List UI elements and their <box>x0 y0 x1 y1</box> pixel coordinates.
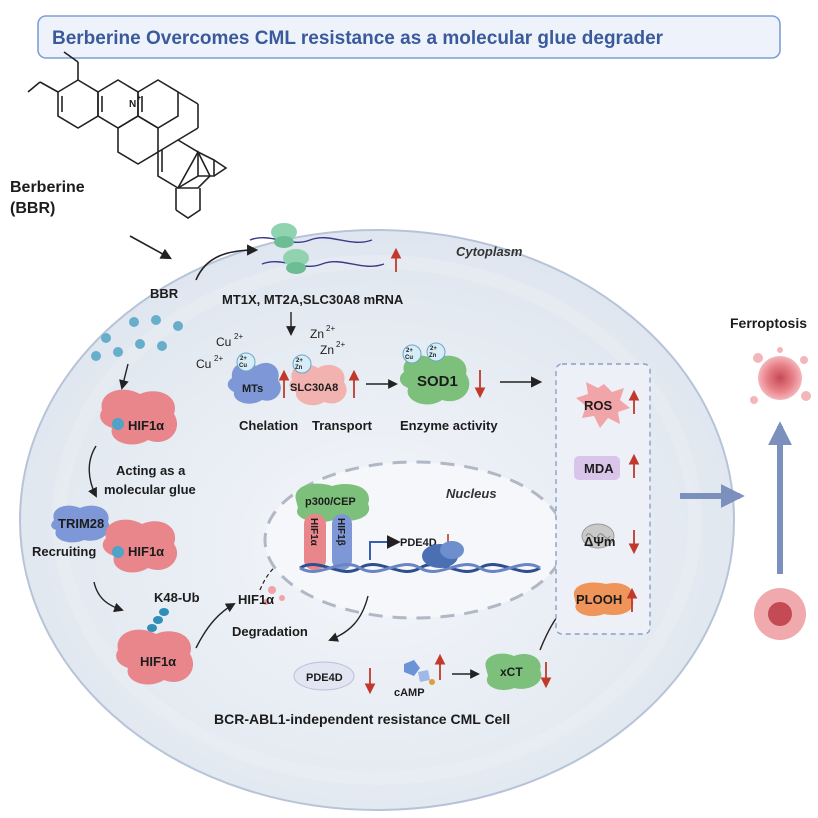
camp-molecule-icon <box>404 660 435 685</box>
sod1-label: SOD1 <box>417 373 458 390</box>
degradation-label: Degradation <box>232 624 308 639</box>
hif1a-nuclear-icon <box>304 514 326 570</box>
mda-label: MDA <box>584 461 614 476</box>
berberine-abbr: (BBR) <box>10 200 55 217</box>
ros-label: ROS <box>584 398 613 413</box>
cu-ion-charge-2: 2+ <box>214 354 223 363</box>
hif1b-nuclear-label: HIF1β <box>335 518 346 546</box>
camp-label: cAMP <box>394 687 425 699</box>
cytoplasm-label: Cytoplasm <box>456 244 523 259</box>
ros-icon <box>576 382 630 428</box>
svg-text:2+: 2+ <box>406 348 413 354</box>
mitochondria-icon <box>581 523 615 549</box>
diagram-title: Berberine Overcomes CML resistance as a … <box>52 28 664 49</box>
zn-ion-label-2: Zn <box>320 343 334 357</box>
sod1-protein-icon: 2+ Cu 2+ Zn <box>399 342 470 405</box>
pde4d-label: PDE4D <box>306 672 343 684</box>
ferroptotic-cell-icon <box>750 347 811 404</box>
berberine-nitrogen-atom: N <box>129 99 136 110</box>
svg-text:Cu: Cu <box>405 355 413 361</box>
plooh-label: PLOOH <box>576 592 622 607</box>
hif1a-nuclear-label: HIF1α <box>308 518 319 547</box>
mts-protein-icon: 2+ Cu <box>227 352 281 404</box>
svg-text:Zn: Zn <box>295 365 303 371</box>
recruiting-label: Recruiting <box>32 544 96 559</box>
p300-cep-label: p300/CEP <box>305 496 356 508</box>
glue-label-line2: molecular glue <box>104 482 196 497</box>
ferroptosis-label: Ferroptosis <box>730 315 807 331</box>
hif1a-label-2: HIF1α <box>128 544 164 559</box>
bbr-entry-arrow <box>129 235 172 260</box>
glue-arrow <box>88 445 97 498</box>
transport-label: Transport <box>312 418 373 433</box>
mrna-ribosome-icon <box>249 223 385 274</box>
pde4d-nuclear-label: PDE4D <box>400 537 437 549</box>
plooh-icon <box>573 582 634 617</box>
cell-label: BCR-ABL1-independent resistance CML Cell <box>214 711 510 727</box>
p300-cep-protein-icon <box>295 483 370 523</box>
title-banner: Berberine Overcomes CML resistance as a … <box>37 15 781 59</box>
hif1a-protein-icon-3 <box>116 629 194 685</box>
trim28-protein-icon <box>51 505 110 543</box>
zn-ion-label-1: Zn <box>310 327 324 341</box>
hif1a-label-1: HIF1α <box>128 418 164 433</box>
polymerase-icon <box>422 541 464 568</box>
promoter-arrow-icon <box>369 535 401 560</box>
recruit-to-ub-arrow <box>93 581 124 613</box>
hif1a-label-3: HIF1α <box>140 654 176 669</box>
cu-ion-label-1: Cu <box>216 335 231 349</box>
hif1a-protein-icon-2 <box>102 519 178 573</box>
ferroptosis-markers-box <box>555 363 651 635</box>
mda-badge <box>574 456 620 480</box>
hif1a-protein-icon-1 <box>100 389 178 445</box>
ub-to-degradation-arrow <box>195 603 236 649</box>
hif1a-degraded-label: HIF1α <box>238 592 274 607</box>
hif1b-nuclear-icon <box>332 514 352 570</box>
glue-label-line1: Acting as a <box>116 463 186 478</box>
nucleus-to-pde4d-arrow <box>328 595 369 642</box>
mts-label: MTs <box>242 383 263 395</box>
zn-ion-charge-1: 2+ <box>326 324 335 333</box>
berberine-name: Berberine <box>10 179 85 196</box>
berberine-nitrogen-charge: + <box>137 95 141 102</box>
bbr-label: BBR <box>150 286 179 301</box>
svg-text:2+: 2+ <box>296 358 303 364</box>
cu-ion-charge-1: 2+ <box>234 332 243 341</box>
svg-text:2+: 2+ <box>430 346 437 352</box>
degraded-hif-fragments-icon <box>263 586 285 605</box>
xct-label: xCT <box>500 665 523 679</box>
enzyme-activity-label: Enzyme activity <box>400 418 498 433</box>
cu-ion-label-2: Cu <box>196 357 211 371</box>
slc30a8-protein-icon: 2+ Zn <box>289 354 347 406</box>
svg-text:2+: 2+ <box>240 356 247 362</box>
zn-ion-charge-2: 2+ <box>336 340 345 349</box>
slc30a8-label: SLC30A8 <box>290 382 338 394</box>
membrane-potential-label: ΔΨm <box>584 534 615 549</box>
k48-ub-label: K48-Ub <box>154 590 200 605</box>
dna-helix-icon <box>299 563 541 573</box>
berberine-structure-icon <box>27 51 228 219</box>
chelation-label: Chelation <box>239 418 298 433</box>
svg-text:Cu: Cu <box>239 363 247 369</box>
svg-text:Zn: Zn <box>429 353 437 359</box>
resistant-cell-icon <box>754 588 806 640</box>
trim28-label: TRIM28 <box>58 516 104 531</box>
bbr-to-hif-arrow <box>119 363 129 390</box>
bbr-molecules-icon <box>91 315 183 361</box>
nucleus-label: Nucleus <box>446 486 497 501</box>
mrna-label: MT1X, MT2A,SLC30A8 mRNA <box>222 292 404 307</box>
bbr-to-mrna-arrow <box>195 244 259 281</box>
xct-protein-icon <box>485 653 542 691</box>
pde4d-protein-icon <box>293 661 355 691</box>
